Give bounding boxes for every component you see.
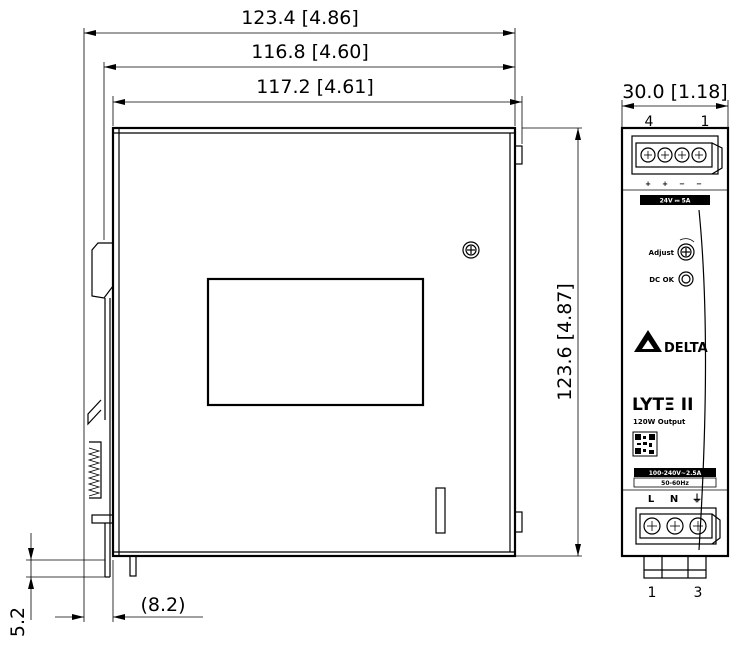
output-polarity-2: + [662, 180, 668, 188]
front-view: 30.0 [1.18] 4 1 + + − − 24V ⎓ 5A Adjust [620, 81, 730, 601]
adjust-label: Adjust [649, 249, 675, 257]
output-rating-bar [640, 195, 710, 205]
input-rating-bar [634, 468, 716, 477]
dc-ok-label: DC OK [649, 276, 674, 284]
dim-width-label: 30.0 [1.18] [622, 81, 727, 103]
dim-rail-offset-label: (8.2) [140, 594, 185, 616]
side-body-outline [111, 126, 517, 558]
dim-body-depth-a-label: 116.8 [4.60] [251, 41, 369, 63]
input-frequency-label: 50-60Hz [661, 480, 689, 487]
side-vent-slot [435, 487, 446, 534]
dim-total-depth-label: 123.4 [4.86] [241, 7, 359, 29]
product-subtitle: 120W Output [633, 418, 686, 426]
input-terminal-ground-label: ⏚ [692, 493, 702, 505]
brand-label: DELTA [664, 341, 708, 356]
product-name: LYTΞ II [632, 395, 693, 415]
input-pin-right-label: 3 [694, 585, 703, 601]
dim-height: 123.6 [4.87] [516, 127, 582, 557]
input-frequency-box [633, 477, 717, 488]
output-pin-right-label: 1 [701, 114, 710, 130]
dc-ok-led-icon [678, 271, 694, 287]
input-terminal-l-label: L [648, 494, 655, 505]
dim-width: 30.0 [1.18] [621, 81, 729, 128]
dim-rail-offset: (8.2) [55, 560, 203, 622]
output-terminal-block [631, 135, 723, 175]
dim-height-label: 123.6 [4.87] [554, 283, 576, 401]
side-screw-icon [462, 241, 480, 259]
dim-rail-drop: 5.2 [7, 533, 105, 637]
din-rail-clip [87, 242, 137, 578]
front-rail-foot [643, 555, 707, 579]
input-terminal-block [635, 507, 721, 545]
dim-body-depth-b-label: 117.2 [4.61] [256, 76, 374, 98]
input-terminal-n-label: N [670, 494, 678, 505]
output-polarity-1: + [645, 180, 651, 188]
adjust-potentiometer-icon[interactable] [677, 238, 695, 261]
dim-body-depth-b: 117.2 [4.61] [112, 76, 523, 144]
output-polarity-4: − [696, 180, 702, 188]
input-pin-left-label: 1 [648, 585, 657, 601]
dim-total-depth: 123.4 [4.86] [83, 7, 516, 622]
qr-code-icon [632, 431, 658, 457]
dim-rail-drop-label: 5.2 [7, 607, 29, 637]
output-rating-label: 24V ⎓ 5A [660, 198, 691, 205]
input-rating-label: 100-240V~2.5A [649, 470, 702, 477]
side-view: 123.4 [4.86] 116.8 [4.60] 117.2 [4.61] [7, 7, 582, 637]
side-label-window [206, 277, 425, 407]
output-pin-left-label: 4 [645, 114, 654, 130]
output-polarity-3: − [679, 180, 685, 188]
dim-body-depth-a: 116.8 [4.60] [103, 41, 515, 240]
delta-logo: DELTA [634, 330, 708, 356]
